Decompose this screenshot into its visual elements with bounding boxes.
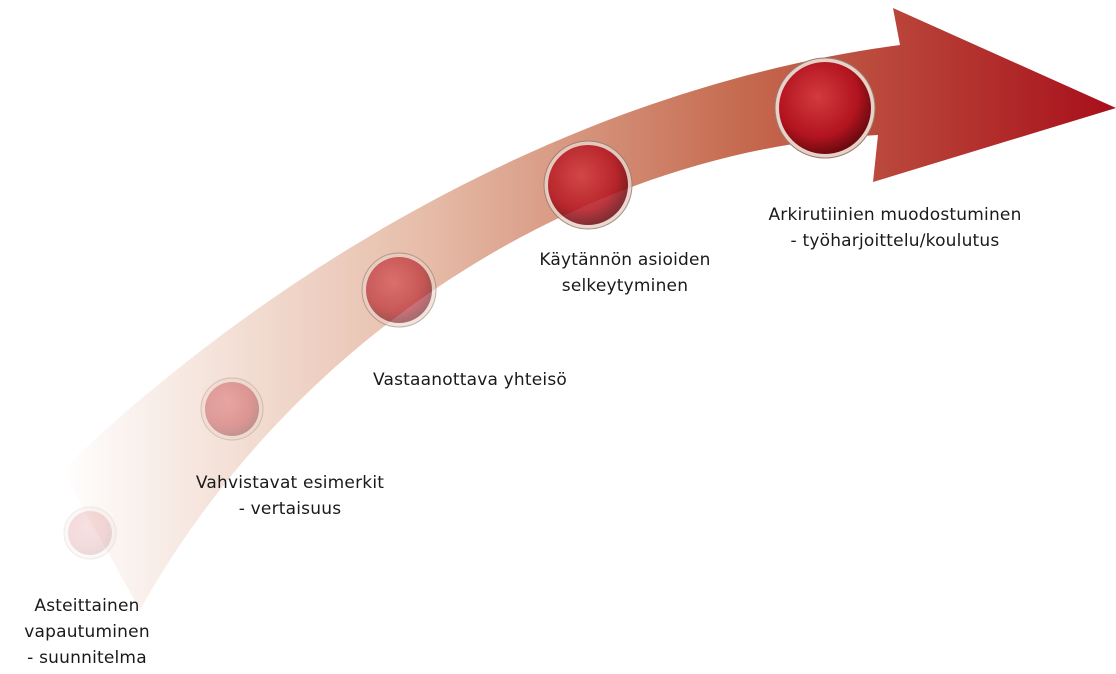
- step-marker-2: [201, 378, 263, 440]
- step-marker-5: [775, 58, 875, 158]
- step-label-4: Käytännön asioiden selkeytyminen: [505, 247, 745, 299]
- step-label-5: Arkirutiinien muodostuminen - työharjoit…: [735, 202, 1055, 254]
- step-label-1: Asteittainen vapautuminen - suunnitelma: [8, 593, 166, 671]
- step-marker-3: [362, 253, 436, 327]
- step-marker-4: [544, 141, 632, 229]
- step-label-2: Vahvistavat esimerkit - vertaisuus: [170, 470, 410, 522]
- step-label-3: Vastaanottava yhteisö: [335, 367, 605, 393]
- step-marker-1: [64, 507, 116, 559]
